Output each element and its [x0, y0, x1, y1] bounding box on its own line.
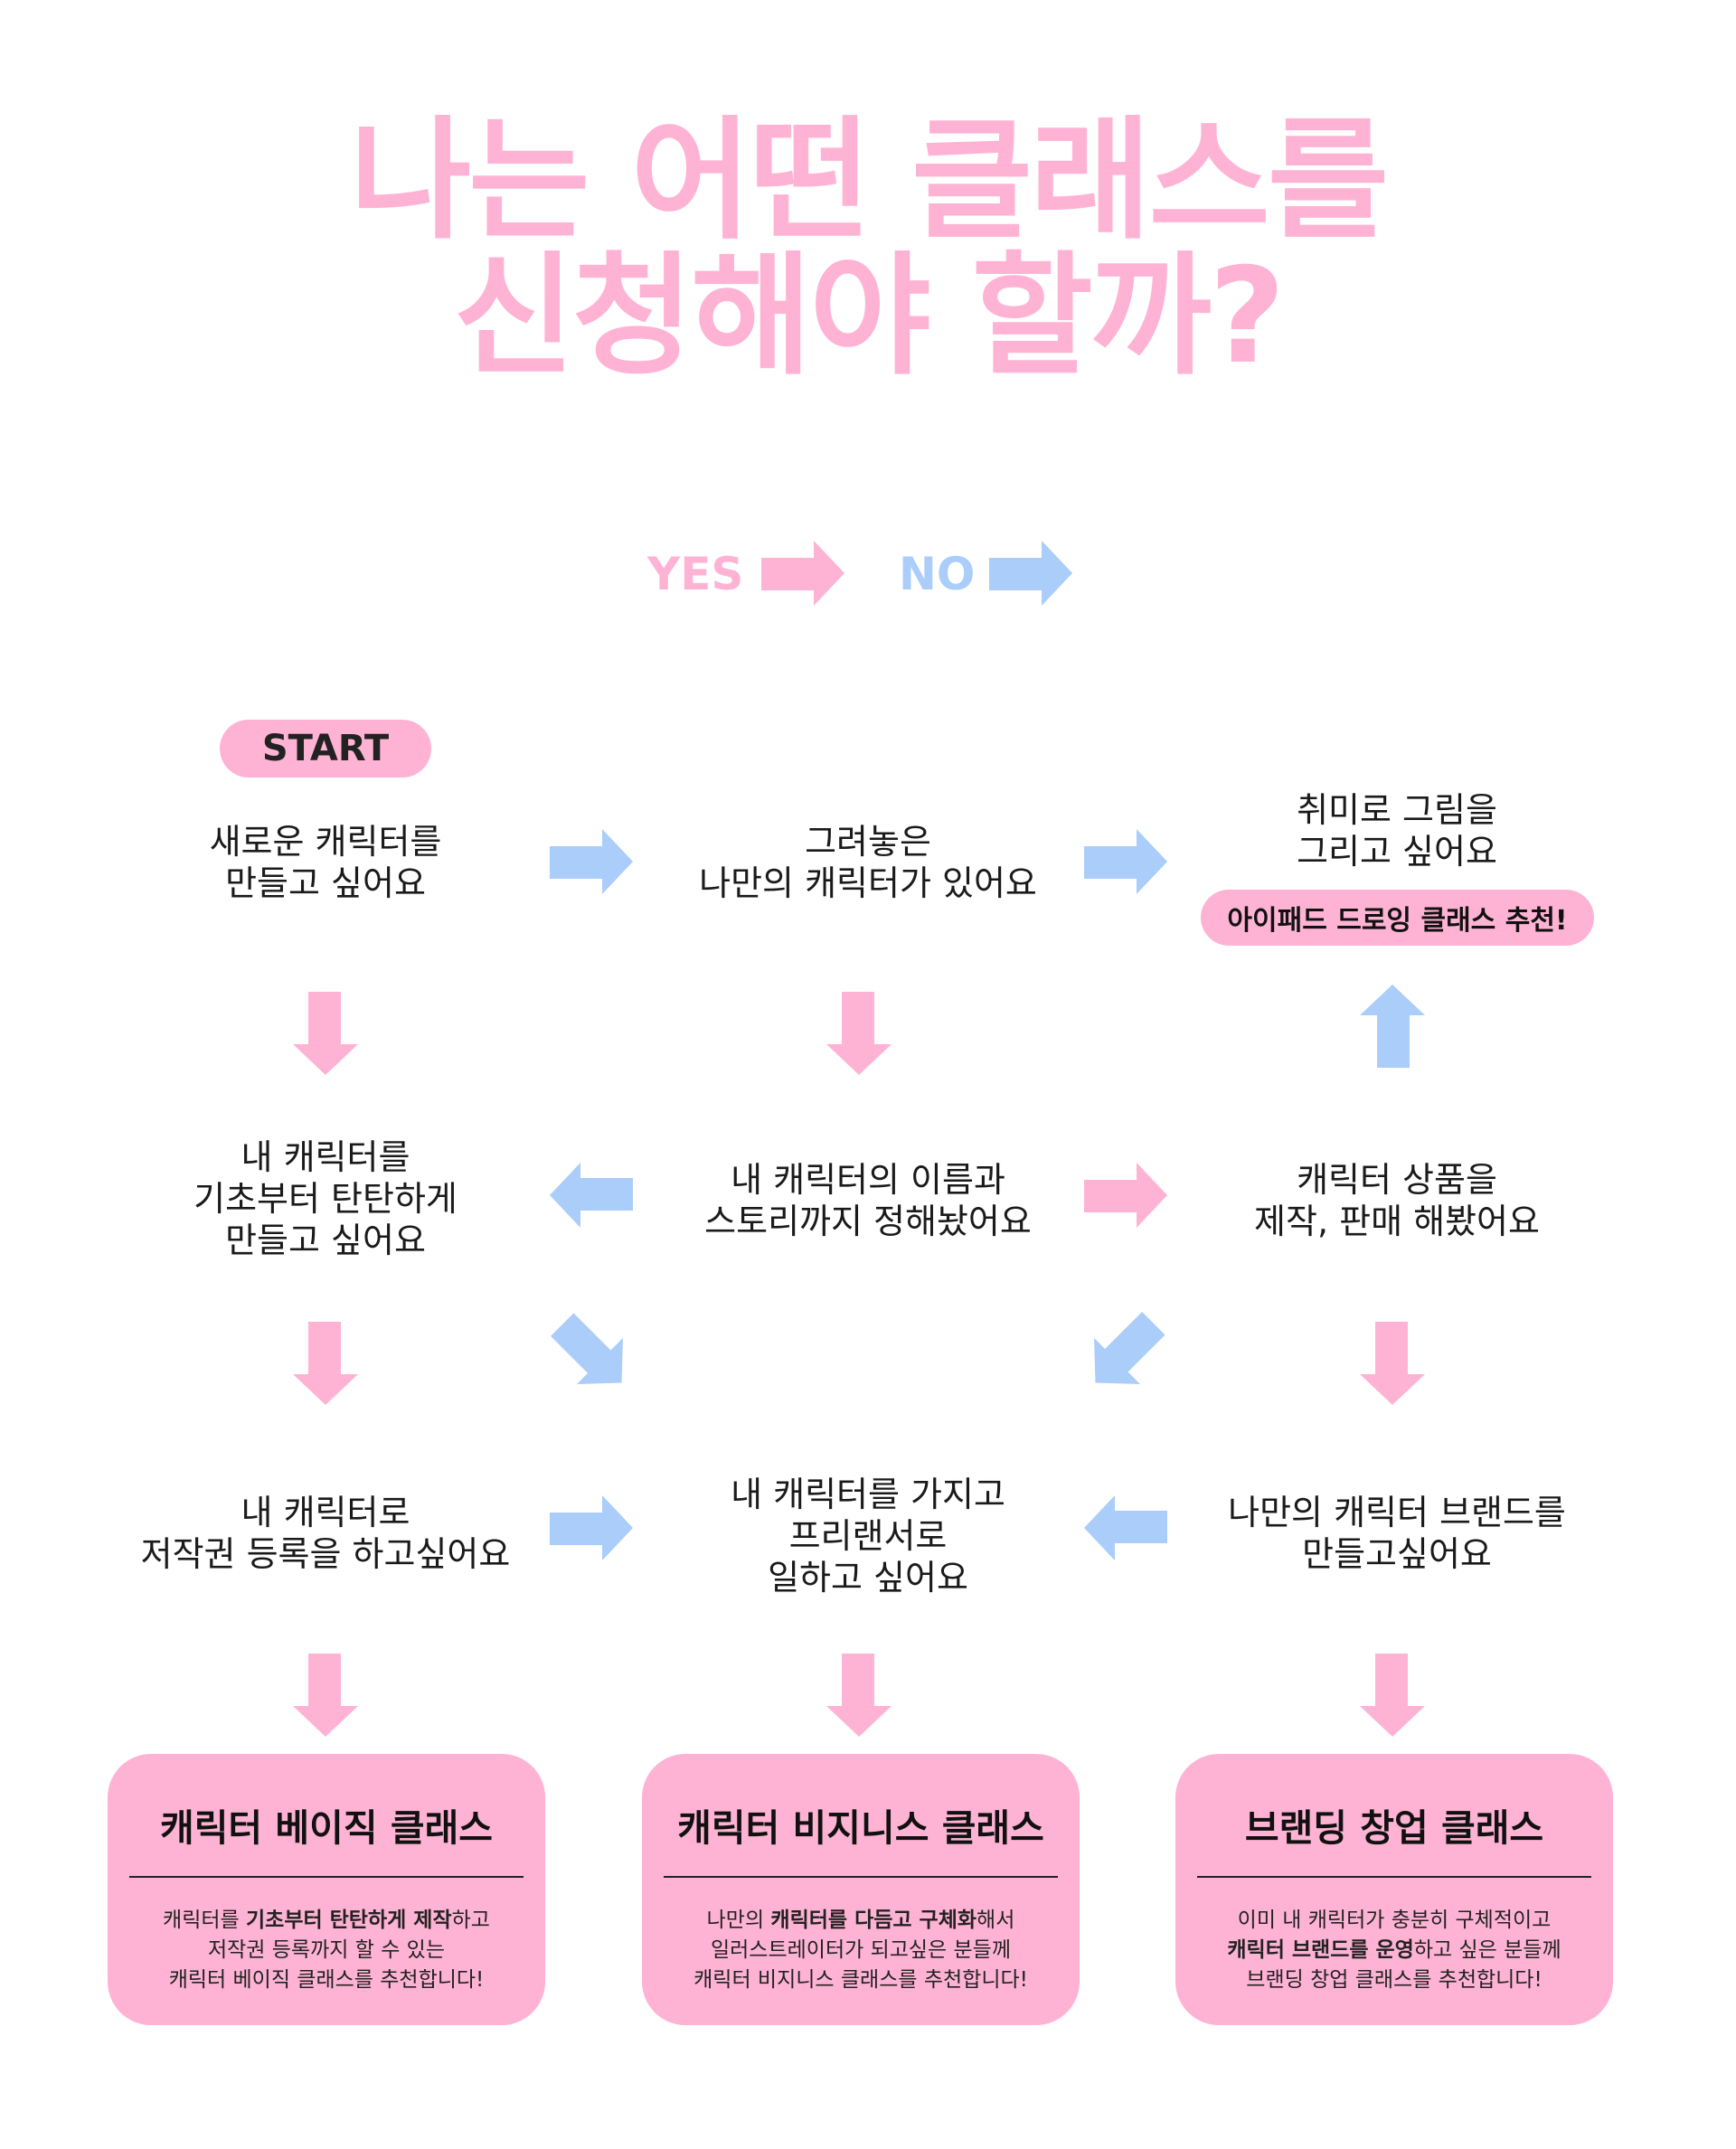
description-text: 이미 내 캐릭터가 충분히 구체적이고	[1237, 1909, 1552, 1932]
arrow-diag-to-freelancer-right	[1072, 1301, 1177, 1406]
class-card-title: 캐릭터 베이직 클래스	[159, 1806, 494, 1850]
emphasis-text: 캐릭터 브랜드를 운영	[1227, 1938, 1414, 1962]
description-text: 캐릭터를	[163, 1909, 246, 1932]
question-line: 내 캐릭터를	[241, 1137, 410, 1177]
legend-yes-arrow	[761, 541, 844, 606]
question-line: 만들고싶어요	[1302, 1534, 1492, 1574]
arrow-have-to-hobby	[1084, 829, 1167, 894]
description-text: 해서	[976, 1909, 1015, 1932]
start-badge: START	[220, 720, 431, 778]
description-line: 일러스트레이터가 되고싶은 분들께	[642, 1936, 1080, 1965]
question-line: 저작권 등록을 하고싶어요	[140, 1534, 511, 1574]
description-text: 나만의	[706, 1909, 771, 1932]
class-card-title: 캐릭터 비지니스 클래스	[677, 1806, 1044, 1850]
arrow-copyright-to-freelancer	[550, 1495, 633, 1560]
question-line: 기초부터 탄탄하게	[193, 1179, 458, 1219]
description-text: 일러스트레이터가 되고싶은 분들께	[710, 1938, 1012, 1962]
question-line: 스토리까지 정해놨어요	[704, 1202, 1032, 1241]
page-title-line-2: 신청해야 할까?	[453, 240, 1285, 393]
arrow-freelancer-down	[826, 1654, 892, 1737]
arrow-new-down	[293, 992, 358, 1075]
class-card-title: 브랜딩 창업 클래스	[1244, 1806, 1544, 1850]
question-line: 만들고 싶어요	[225, 1221, 426, 1260]
description-line: 캐릭터를 기초부터 탄탄하게 제작하고	[108, 1906, 545, 1936]
question-line: 내 캐릭터를 가지고	[731, 1475, 1005, 1514]
card-divider	[129, 1876, 524, 1878]
description-line: 저작권 등록까지 할 수 있는	[108, 1936, 545, 1965]
arrow-products-down	[1360, 1322, 1425, 1405]
arrow-brand-down	[1360, 1654, 1425, 1737]
description-text: 저작권 등록까지 할 수 있는	[207, 1938, 445, 1962]
emphasis-text: 기초부터 탄탄하게 제작	[246, 1909, 452, 1932]
question-line: 제작, 판매 해봤어요	[1254, 1202, 1540, 1241]
description-text: 캐릭터 비지니스 클래스를 추천합니다!	[693, 1968, 1028, 1992]
question-line: 프리랜서로	[788, 1516, 948, 1556]
arrow-brand-to-freelancer	[1084, 1495, 1167, 1560]
description-text: 하고 싶은 분들께	[1413, 1938, 1561, 1962]
card-divider	[1197, 1876, 1591, 1878]
question-line: 만들고 싶어요	[225, 863, 426, 903]
question-line: 캐릭터 상품을	[1297, 1160, 1497, 1200]
description-text: 캐릭터 베이직 클래스를 추천합니다!	[168, 1968, 485, 1992]
question-line: 새로운 캐릭터를	[209, 822, 442, 862]
description-text: 하고	[451, 1909, 490, 1932]
arrow-copyright-down	[293, 1654, 358, 1737]
legend-no-label: NO	[899, 548, 976, 600]
question-line: 내 캐릭터의 이름과	[731, 1160, 1005, 1200]
question-line: 나만의 캐릭터 브랜드를	[1228, 1493, 1566, 1532]
legend-yes-label: YES	[647, 548, 744, 600]
emphasis-text: 캐릭터를 다듬고 구체화	[770, 1909, 977, 1932]
question-line: 내 캐릭터로	[241, 1493, 410, 1532]
description-line: 이미 내 캐릭터가 충분히 구체적이고	[1175, 1906, 1613, 1936]
description-line: 나만의 캐릭터를 다듬고 구체화해서	[642, 1906, 1080, 1936]
description-line: 캐릭터 베이직 클래스를 추천합니다!	[108, 1965, 545, 1995]
question-line: 나만의 캐릭터가 있어요	[699, 863, 1037, 903]
description-text: 브랜딩 창업 클래스를 추천합니다!	[1246, 1968, 1543, 1992]
description-line: 브랜딩 창업 클래스를 추천합니다!	[1175, 1965, 1613, 1995]
description-line: 캐릭터 브랜드를 운영하고 싶은 분들께	[1175, 1936, 1613, 1965]
arrow-story-to-products	[1084, 1163, 1167, 1228]
ipad-drawing-recommendation: 아이패드 드로잉 클래스 추천!	[1201, 890, 1594, 946]
arrow-have-down	[826, 992, 892, 1075]
page-title-line-1: 나는 어떤 클래스를	[349, 104, 1389, 258]
arrow-story-to-basics	[550, 1163, 633, 1228]
question-line: 그리고 싶어요	[1297, 832, 1497, 872]
arrow-basics-down	[293, 1322, 358, 1405]
arrow-up-to-hobby	[1360, 985, 1425, 1068]
arrow-diag-to-freelancer-left	[540, 1301, 645, 1406]
card-divider	[664, 1876, 1058, 1878]
description-line: 캐릭터 비지니스 클래스를 추천합니다!	[642, 1965, 1080, 1995]
arrow-new-to-have	[550, 829, 633, 894]
legend-no-arrow	[989, 541, 1072, 606]
question-line: 일하고 싶어요	[768, 1558, 968, 1598]
question-line: 그려놓은	[805, 822, 931, 862]
question-line: 취미로 그림을	[1297, 790, 1497, 830]
